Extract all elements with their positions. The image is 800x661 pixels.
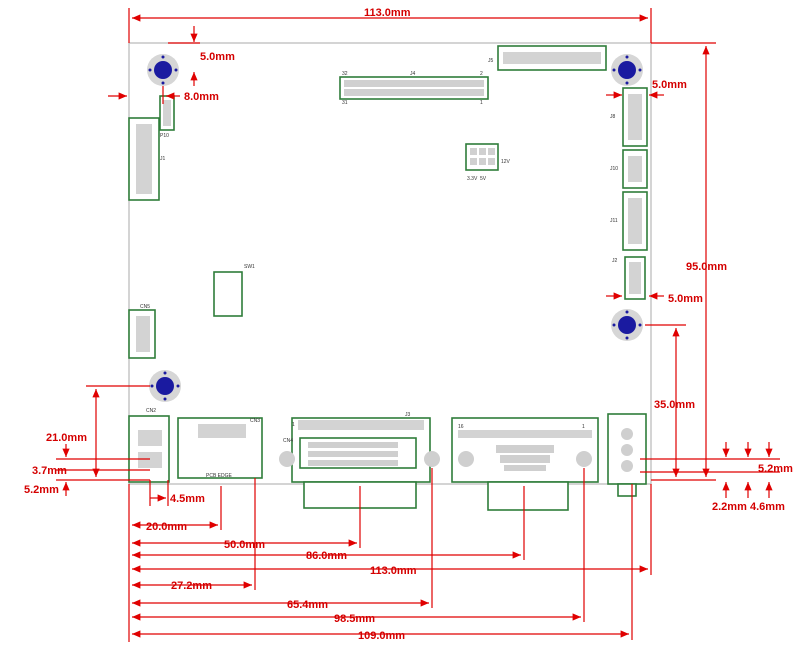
dim-h-113: 113.0mm — [370, 565, 417, 577]
j2-label: J2 — [612, 258, 618, 264]
switch-sw1: SW1 — [213, 264, 255, 317]
j5-label: J5 — [488, 58, 494, 64]
dim-right-conn-bottom: 5.0mm — [668, 293, 703, 305]
power-5v-label: 5V — [480, 176, 487, 182]
cn3-label: CN3 — [250, 418, 260, 424]
p10-label: P10 — [160, 133, 169, 139]
cn5-label: CN5 — [140, 304, 150, 310]
j4-pin-1-label: 1 — [480, 100, 483, 106]
j4-name-label: J4 — [410, 71, 416, 77]
j1-label: J1 — [160, 156, 166, 162]
dim-hole-to-left: 8.0mm — [184, 91, 219, 103]
connector-cn3: PCB EDGE CN3 — [177, 417, 263, 479]
connector-dvi: 1 J3 CN4 — [279, 412, 440, 509]
dim-board-height: 95.0mm — [686, 261, 727, 273]
j4-pin-2-label: 2 — [480, 71, 483, 77]
connector-audio — [607, 413, 647, 497]
sw1-label: SW1 — [244, 264, 255, 270]
dim-h-86: 86.0mm — [306, 550, 347, 562]
connector-j2: J2 — [612, 256, 646, 300]
connector-j10: J10 — [610, 149, 648, 189]
j4-pin-31-label: 31 — [342, 100, 348, 106]
dim-right-offset-2: 2.2mm — [712, 501, 747, 513]
connector-j8: J8 — [610, 87, 648, 147]
power-selector: 3.3V 5V 12V — [465, 143, 511, 182]
mounting-hole-top-left — [147, 54, 179, 86]
cn4-label: CN4 — [283, 438, 293, 444]
power-12v-label: 12V — [501, 159, 511, 165]
dim-top-width: 113.0mm — [364, 7, 411, 19]
mounting-hole-mid-right — [611, 309, 643, 341]
dim-h-65: 65.4mm — [287, 599, 328, 611]
dim-h-98: 98.5mm — [334, 613, 375, 625]
j10-label: J10 — [610, 166, 618, 172]
dim-right-conn-top: 5.0mm — [652, 79, 687, 91]
connector-j1: J1 — [128, 117, 166, 201]
dvi-pin-1-label: 1 — [292, 422, 295, 428]
dim-left-offset-1: 3.7mm — [32, 465, 67, 477]
dim-right-offset-1: 5.2mm — [758, 463, 793, 475]
power-3v3-label: 3.3V — [467, 176, 478, 182]
dim-h-27: 27.2mm — [171, 580, 212, 592]
connector-cn5: CN5 — [128, 304, 156, 359]
vga-pin-1-label: 1 — [582, 424, 585, 430]
j11-label: J11 — [610, 218, 618, 224]
dim-left-offset-2: 5.2mm — [24, 484, 59, 496]
dim-h-109: 109.0mm — [358, 630, 405, 642]
dim-h-20: 20.0mm — [146, 521, 187, 533]
dim-left-height: 21.0mm — [46, 432, 87, 444]
dim-left-dist: 4.5mm — [170, 493, 205, 505]
board-outline — [128, 42, 652, 485]
dim-right-hole-height: 35.0mm — [654, 399, 695, 411]
j8-label: J8 — [610, 114, 616, 120]
mounting-hole-bottom-left — [149, 370, 181, 402]
connector-j11: J11 — [610, 191, 648, 251]
dim-hole-to-top: 5.0mm — [200, 51, 235, 63]
j3-label: J3 — [405, 412, 411, 418]
vga-pin-16-label: 16 — [458, 424, 464, 430]
connector-j4: 32 2 31 1 J4 — [339, 71, 489, 106]
mounting-hole-top-right — [611, 54, 643, 86]
connector-cn2: CN2 — [128, 408, 170, 483]
connector-vga: 16 1 — [451, 417, 599, 511]
dim-h-50: 50.0mm — [224, 539, 265, 551]
pcb-edge-label: PCB EDGE — [206, 473, 233, 479]
cn2-label: CN2 — [146, 408, 156, 414]
j4-pin-32-label: 32 — [342, 71, 348, 77]
dim-right-offset-3: 4.6mm — [750, 501, 785, 513]
connector-j5: J5 — [488, 45, 607, 71]
